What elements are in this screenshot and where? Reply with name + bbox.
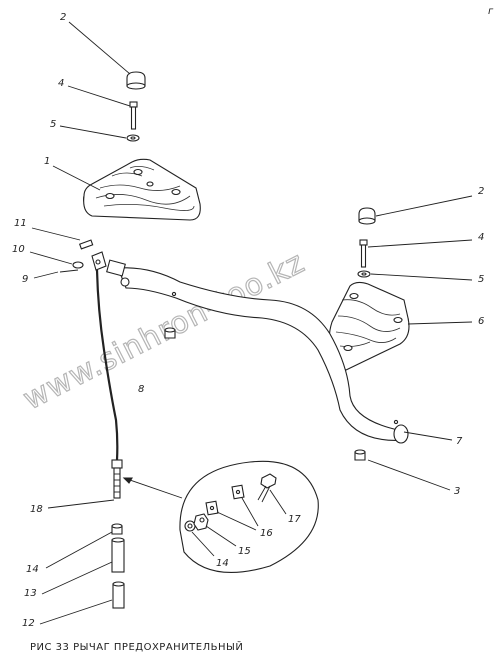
callout-10: 10: [12, 244, 25, 255]
leader-7: [403, 431, 453, 441]
part-11-pin: [78, 239, 94, 250]
leader-2-right: [375, 195, 473, 217]
part-4-bolt-right: [359, 239, 368, 268]
part-5-washer-right: [357, 270, 371, 278]
corner-mark: г: [488, 6, 494, 17]
callout-12: 12: [22, 618, 35, 629]
leader-6: [407, 321, 473, 325]
leader-18: [47, 499, 115, 509]
leader-4-right: [367, 239, 473, 248]
leader-3: [367, 459, 451, 491]
detail-view: [179, 460, 319, 573]
leader-15: [205, 525, 237, 547]
part-2-cap-nut-left: [126, 71, 146, 90]
callout-18: 18: [30, 504, 43, 515]
callout-2-left: 2: [60, 12, 66, 23]
detail-arrow-head: [122, 477, 133, 484]
part-8-rod: [95, 269, 119, 461]
leader-5-left: [59, 125, 127, 139]
callout-14-detail: 14: [216, 558, 229, 569]
detail-part-17-bolt: [257, 473, 277, 503]
part-5-washer-left: [126, 134, 140, 142]
part-10-washer: [72, 261, 84, 269]
callout-4-left: 4: [58, 78, 64, 89]
callout-9: 9: [22, 274, 28, 285]
callout-11: 11: [14, 218, 27, 229]
leader-1: [52, 165, 101, 191]
callout-7: 7: [456, 436, 463, 447]
leader-17: [269, 489, 287, 515]
figure-caption: РИС 33 РЫЧАГ ПРЕДОХРАНИТЕЛЬНЫЙ: [30, 640, 243, 653]
part-14-nut-bottom: [111, 523, 123, 535]
callout-3: 3: [454, 486, 460, 497]
leader-14-bottom: [45, 531, 113, 569]
part-4-bolt-left: [129, 101, 138, 130]
rod-threaded-end: [111, 459, 123, 499]
leader-4-left: [67, 85, 131, 107]
part-2-cap-nut-right: [358, 207, 376, 225]
callout-5-right: 5: [478, 274, 484, 285]
leader-11: [31, 227, 81, 241]
part-6-wooden-pad: [328, 281, 410, 371]
callout-16: 16: [260, 528, 273, 539]
callout-8: 8: [138, 384, 144, 395]
leader-2-left: [68, 21, 131, 75]
detail-part-14-nut: [184, 520, 196, 532]
callout-1: 1: [44, 156, 50, 167]
leader-10: [29, 251, 73, 265]
callout-17: 17: [288, 514, 301, 525]
part-13-sleeve: [111, 537, 125, 573]
leader-9: [33, 271, 59, 279]
leader-13: [41, 561, 113, 595]
leader-12: [39, 599, 113, 625]
detail-arrow: [123, 477, 183, 499]
detail-part-15-locknut: [193, 513, 209, 531]
part-3-nut: [354, 449, 366, 461]
small-nut-on-tube: [164, 327, 176, 339]
leader-14-detail: [191, 531, 215, 557]
part-1-wooden-pad: [83, 158, 201, 221]
leader-16b: [241, 497, 259, 527]
leader-5-right: [370, 273, 473, 281]
callout-6: 6: [478, 316, 484, 327]
callout-15: 15: [238, 546, 251, 557]
callout-5-left: 5: [50, 119, 56, 130]
part-7-lever-tube: [106, 259, 409, 444]
detail-part-16-plates: [205, 484, 245, 516]
watermark: www.sinhron-too.kz: [18, 245, 311, 417]
rod-clevis: [91, 251, 107, 271]
part-9-cotter: [59, 269, 79, 273]
callout-4-right: 4: [478, 232, 484, 243]
callout-2-right: 2: [478, 186, 484, 197]
callout-14-bottom: 14: [26, 564, 39, 575]
callout-13: 13: [24, 588, 37, 599]
part-12-bushing: [112, 581, 125, 609]
leader-16a: [216, 511, 257, 531]
